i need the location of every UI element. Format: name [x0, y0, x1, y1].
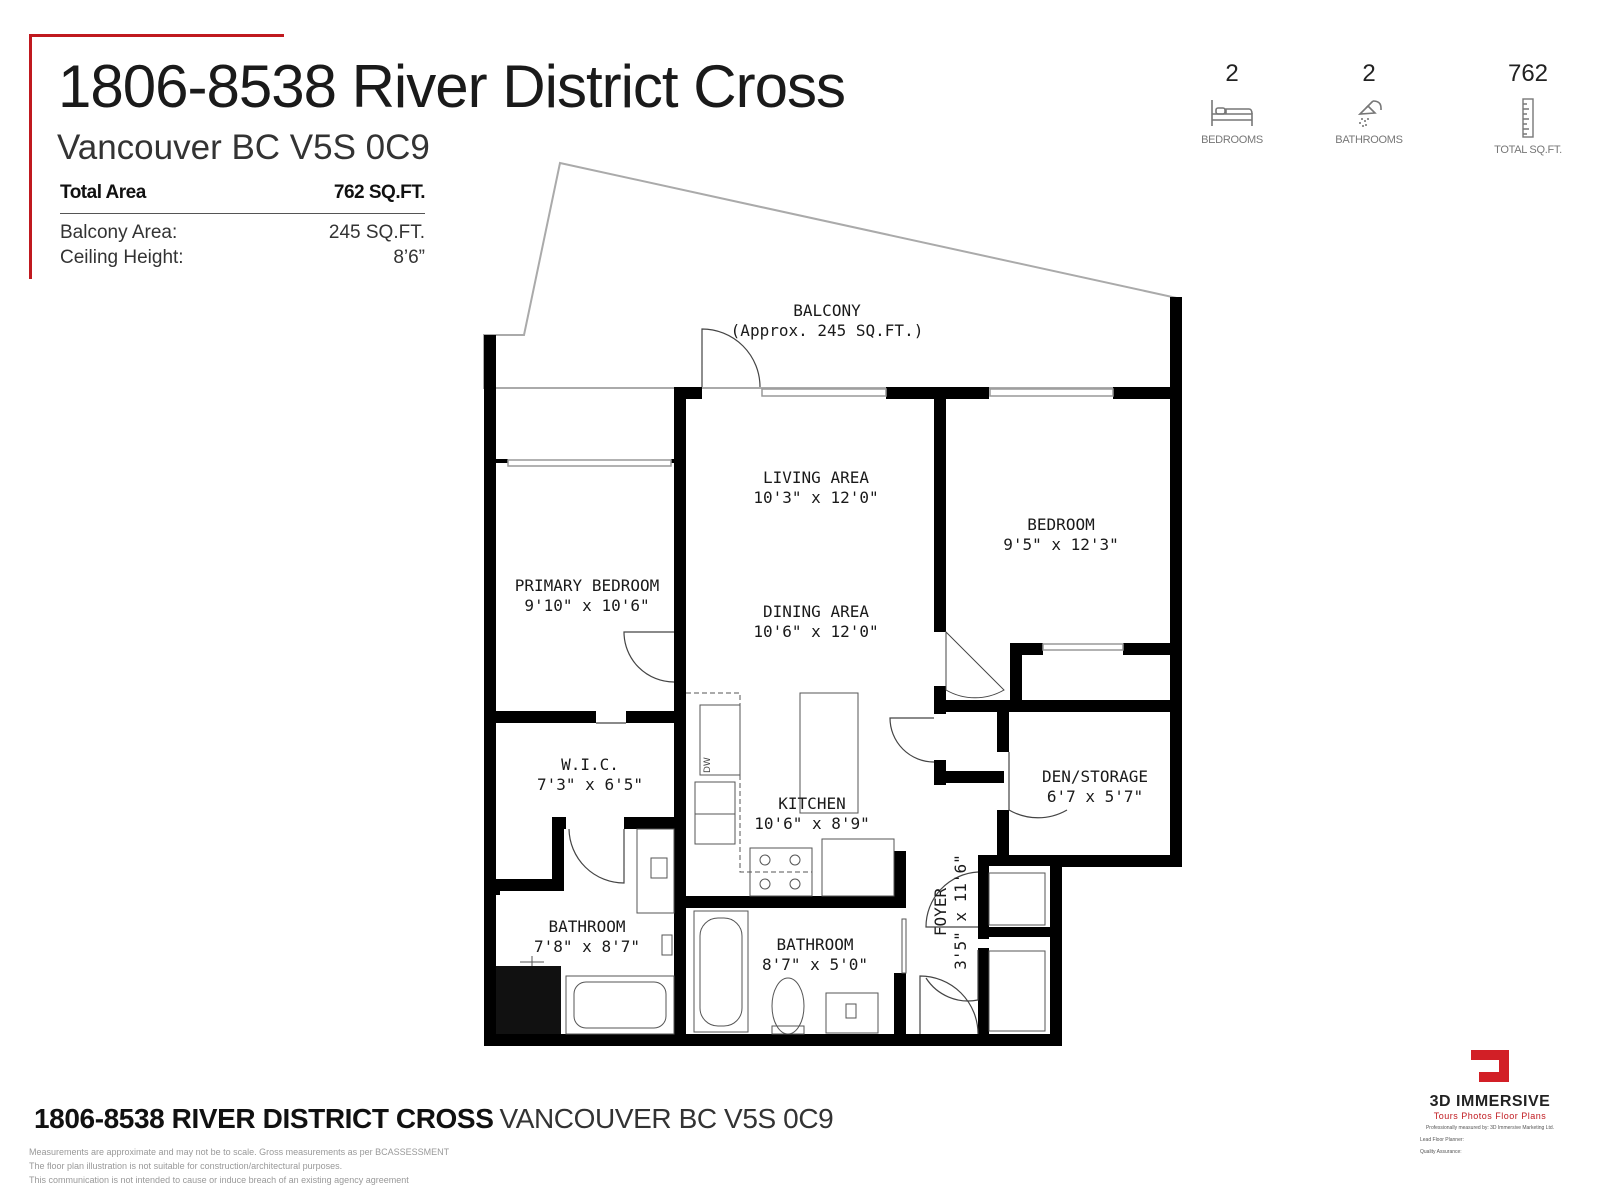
walls [484, 297, 1182, 1046]
balcony-name: BALCONY [793, 301, 861, 320]
disclaimer-line: Measurements are approximate and may not… [29, 1147, 450, 1157]
lead-planner-label: Lead Floor Planner: [1420, 1137, 1464, 1143]
wic-name: W.I.C. [561, 755, 619, 774]
bathroom-size: 8'7" x 5'0" [762, 955, 868, 974]
bed-icon [1211, 100, 1253, 126]
wall-block [484, 966, 561, 1045]
shower-icon [1357, 100, 1382, 127]
balcony-outline [483, 161, 1179, 389]
page-subtitle: Vancouver BC V5S 0C9 [57, 128, 430, 167]
ceiling-height-label: Ceiling Height: [60, 247, 184, 268]
kitchen-size: 10'6" x 8'9" [754, 814, 870, 833]
total-sqft-label: TOTAL SQ.FT. [1494, 144, 1562, 156]
room-labels: BALCONY (Approx. 245 SQ.FT.) LIVING AREA… [515, 301, 1148, 974]
wic-size: 7'3" x 6'5" [537, 775, 643, 794]
stat-total-area: 762 TOTAL SQ.FT. [1468, 60, 1588, 156]
quality-assurance-label: Quality Assurance: [1420, 1149, 1462, 1155]
bathroom-name: BATHROOM [776, 935, 853, 954]
balcony-size: (Approx. 245 SQ.FT.) [731, 321, 924, 340]
disclaimer-line: This communication is not intended to ca… [29, 1175, 409, 1185]
bedroom-size: 9'5" x 12'3" [1003, 535, 1119, 554]
brand-name: 3D IMMERSIVE [1429, 1093, 1551, 1110]
stat-bathrooms: 2 BATHROOMS [1309, 60, 1429, 146]
bathrooms-label: BATHROOMS [1335, 134, 1403, 146]
bathrooms-count: 2 [1362, 60, 1376, 87]
disclaimer-line: The floor plan illustration is not suita… [29, 1161, 343, 1171]
kitchen-name: KITCHEN [778, 794, 845, 813]
bedrooms-count: 2 [1225, 60, 1239, 87]
balcony-area-label: Balcony Area: [60, 222, 178, 243]
page-title: 1806-8538 River District Cross [58, 53, 846, 120]
brand-logo-icon [1471, 1050, 1509, 1082]
balcony-area-value: 245 SQ.FT. [328, 222, 425, 243]
living-size: 10'3" x 12'0" [753, 488, 878, 507]
primary-bedroom-name: PRIMARY BEDROOM [515, 576, 660, 595]
header-accent-frame [29, 34, 284, 279]
bathroom-fixtures [520, 828, 1046, 1035]
dishwasher-label: DW [703, 757, 713, 773]
spec-divider [60, 213, 425, 214]
footer-address-city: VANCOUVER BC V5S 0C9 [499, 1103, 834, 1134]
total-area-value: 762 SQ.FT. [333, 182, 426, 203]
total-sqft-count: 762 [1507, 60, 1549, 87]
living-name: LIVING AREA [763, 468, 869, 487]
ensuite-size: 7'8" x 8'7" [534, 937, 640, 956]
dining-name: DINING AREA [763, 602, 869, 621]
brand-note: Professionally measured by: 3D Immersive… [1425, 1125, 1555, 1131]
den-size: 6'7 x 5'7" [1047, 787, 1143, 806]
bedrooms-label: BEDROOMS [1201, 134, 1263, 146]
door-swings [568, 328, 1068, 1035]
ceiling-height-value: 8’6” [393, 247, 425, 268]
kitchen-fixtures [686, 692, 895, 897]
den-name: DEN/STORAGE [1042, 767, 1148, 786]
bedroom-name: BEDROOM [1027, 515, 1094, 534]
stat-bedrooms: 2 BEDROOMS [1172, 60, 1292, 146]
total-area-label: Total Area [60, 182, 146, 203]
ruler-icon [1522, 98, 1534, 138]
ensuite-name: BATHROOM [548, 917, 625, 936]
foyer-size: 3'5" x 11'6" [951, 854, 970, 970]
footer-address-street: 1806-8538 RIVER DISTRICT CROSS [34, 1103, 494, 1134]
brand-tagline: Tours Photos Floor Plans [1433, 1111, 1547, 1121]
windows [507, 388, 1124, 651]
primary-bedroom-size: 9'10" x 10'6" [524, 596, 649, 615]
dining-size: 10'6" x 12'0" [753, 622, 878, 641]
foyer-name: FOYER [931, 888, 950, 937]
brand-logo: 3D IMMERSIVE Tours Photos Floor Plans Pr… [1410, 1048, 1570, 1155]
